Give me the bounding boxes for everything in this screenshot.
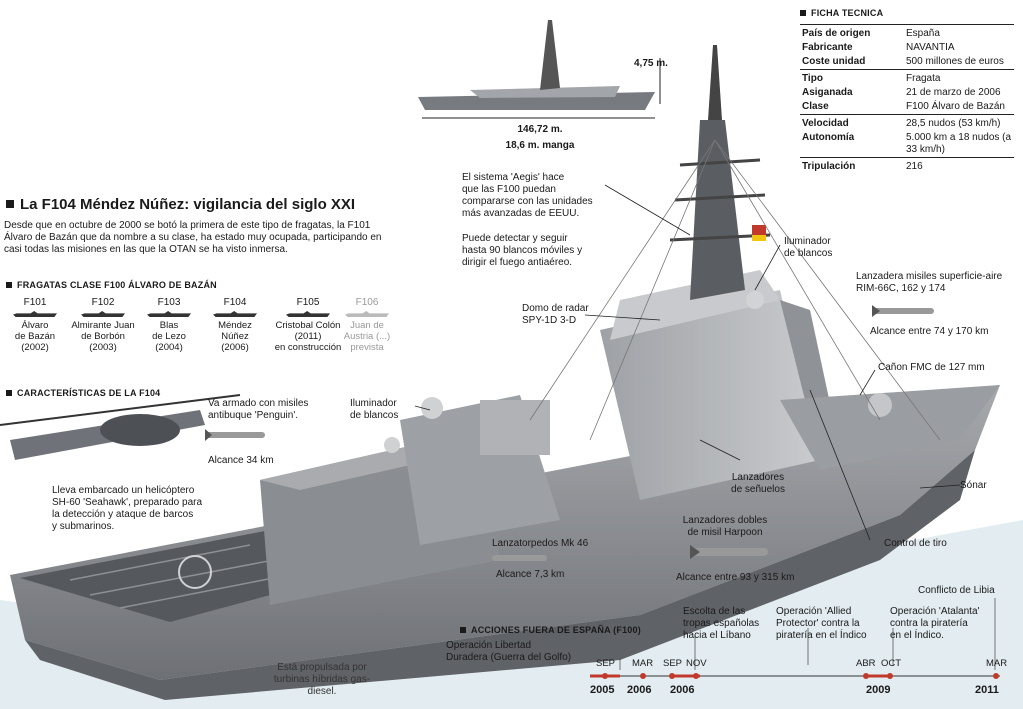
mast (690, 120, 745, 300)
month-sep-2006: SEP (663, 658, 683, 669)
torpedo-range: Alcance 7,3 km (496, 569, 565, 580)
sonar-label: Sónar (960, 480, 987, 491)
year-2005: 2005 (590, 684, 615, 696)
cannon-label: Cañon FMC de 127 mm (878, 362, 985, 373)
harpoon-range: Alcance entre 93 y 315 km (676, 572, 795, 583)
timeline-heading: ACCIONES FUERA DE ESPAÑA (F100) (460, 625, 641, 635)
month-nov-2006: NOV (686, 658, 707, 669)
month-mar-2011: MAR (986, 658, 1008, 669)
month-oct-2009: OCT (881, 658, 902, 669)
profile-view (418, 20, 661, 119)
intro-text: Desde que en octubre de 2000 se botó la … (4, 220, 382, 255)
year-2009: 2009 (866, 684, 891, 696)
rim-range: Alcance entre 74 y 170 km (870, 326, 989, 337)
frigate-f105: F105 Cristobal Colón(2011)en construcció… (274, 297, 342, 353)
hull-side (25, 450, 975, 700)
penguin-missile (205, 429, 265, 441)
page-title: La F104 Méndez Núñez: vigilancia del sig… (6, 196, 355, 213)
tech-sheet-heading: FICHA TECNICA (800, 8, 1014, 18)
year-2006-b: 2006 (670, 684, 695, 696)
year-2006-a: 2006 (627, 684, 652, 696)
event-libia: Conflicto de Libia (918, 585, 995, 596)
length-label: 146,72 m. (517, 124, 563, 135)
helicopter (0, 394, 241, 460)
forward-deck (780, 385, 1000, 470)
frigates-heading: FRAGATAS CLASE F100 ÁLVARO DE BAZÁN (6, 280, 217, 290)
rim-missile (872, 305, 934, 317)
year-2011: 2011 (975, 684, 999, 696)
height-label: 4,75 m. (634, 58, 668, 69)
beam-label: 18,6 m. manga (505, 140, 575, 151)
main-superstructure (600, 290, 820, 500)
penguin-range: Alcance 34 km (208, 455, 274, 466)
features-heading: CARACTERÍSTICAS DE LA F104 (6, 388, 160, 398)
fire-control-label: Control de tiro (884, 538, 947, 549)
month-sep-2005: SEP (596, 658, 616, 669)
month-mar-2006: MAR (632, 658, 654, 669)
torpedo (492, 555, 547, 561)
harpoon-missile (690, 545, 768, 559)
month-abr-2009: ABR (856, 658, 876, 669)
torpedo-label: Lanzatorpedos Mk 46 (492, 538, 589, 549)
